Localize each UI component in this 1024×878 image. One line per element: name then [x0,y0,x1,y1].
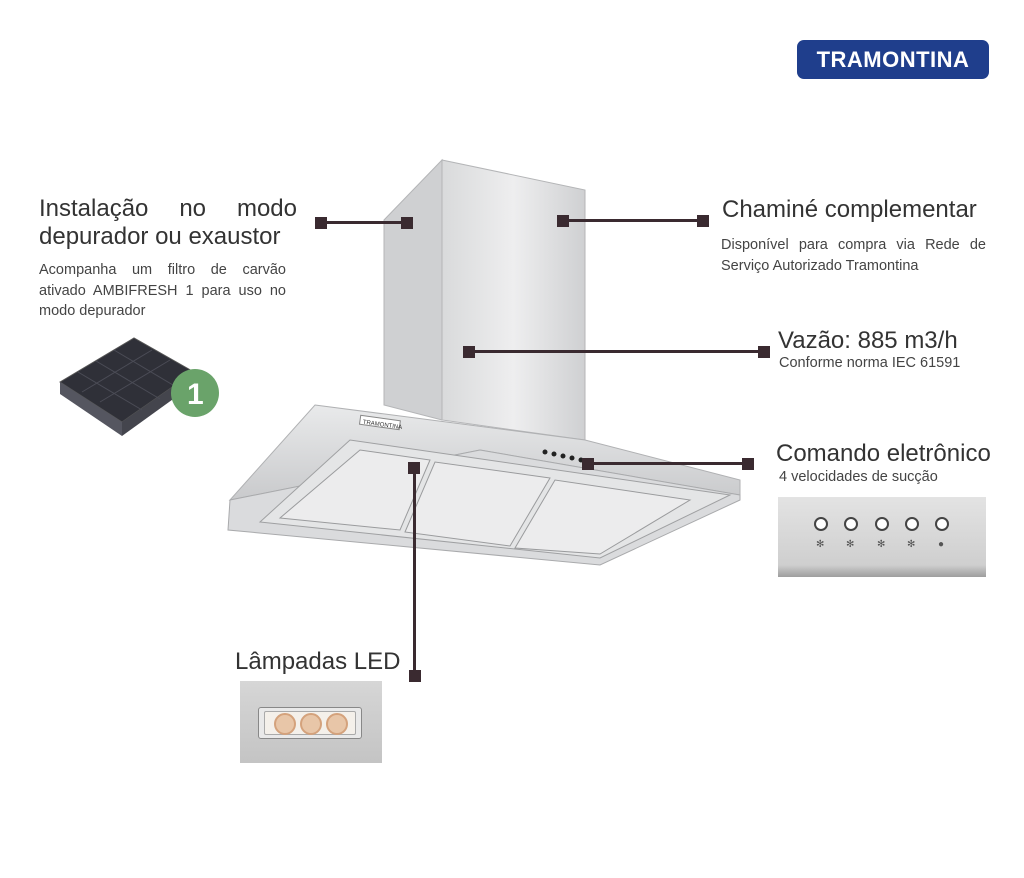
speed-1-button [814,517,828,531]
flow-leader-line [469,350,764,353]
install-leader-line [321,221,407,224]
led-marker-end [409,670,421,682]
control-marker-end [742,458,754,470]
flow-title: Vazão: 885 m3/h [778,327,958,354]
flow-desc: Conforme norma IEC 61591 [779,355,961,371]
fan-speed-2-icon: ✻ [846,539,855,550]
led-lamp-image [240,681,382,763]
filter-panel-3 [514,479,692,555]
filter-panel-1 [278,449,431,531]
light-icon: ● [938,539,945,550]
led-leader-line [413,468,416,676]
fan-speed-1-icon: ✻ [816,539,825,550]
light-button [935,517,949,531]
install-desc-line3: modo depurador [39,303,146,319]
chimney-marker-end [697,215,709,227]
hood-brand-plate-text: TRAMONTINA [362,420,402,431]
tramontina-logo: TRAMONTINA [797,40,989,79]
flow-marker-end [758,346,770,358]
filter-badge [171,369,219,417]
speed-3-button [875,517,889,531]
chimney-desc-line1: Disponível para compra via Rede de [721,237,986,253]
brand-text: TRAMONTINA [816,46,970,72]
install-marker-end [401,217,413,229]
chimney-leader-line [563,219,703,222]
range-hood-illustration: TRAMONTINA [227,158,741,566]
hood-brand-plate [358,414,401,431]
fan-speed-4-icon: ✻ [907,539,916,550]
install-title-line2: depurador ou exaustor [39,223,281,250]
chimney-front-face [441,159,586,441]
install-desc-line2: ativado AMBIFRESH 1 para uso no [39,283,286,299]
control-leader-line [588,462,748,465]
fan-speed-3-icon: ✻ [877,539,886,550]
control-panel-image: ✻ ✻ ✻ ✻ ● [778,497,986,577]
led-title: Lâmpadas LED [235,648,401,675]
control-title: Comando eletrônico [776,440,991,467]
filter-badge-number: 1 [187,378,204,411]
led-bulb-2 [300,713,322,735]
speed-2-button [844,517,858,531]
filter-panel-2 [404,461,551,547]
install-desc-line1: Acompanha um filtro de carvão [39,262,286,278]
control-desc: 4 velocidades de sucção [779,469,938,485]
chimney-desc-line2: Serviço Autorizado Tramontina [721,258,919,274]
carbon-filter-image: 1 [59,337,219,436]
led-bulb-1 [274,713,296,735]
speed-4-button [905,517,919,531]
chimney-left-face [383,158,443,421]
install-title-line1: Instalação no modo [39,195,297,222]
chimney-title: Chaminé complementar [722,196,977,223]
led-bulb-3 [326,713,348,735]
